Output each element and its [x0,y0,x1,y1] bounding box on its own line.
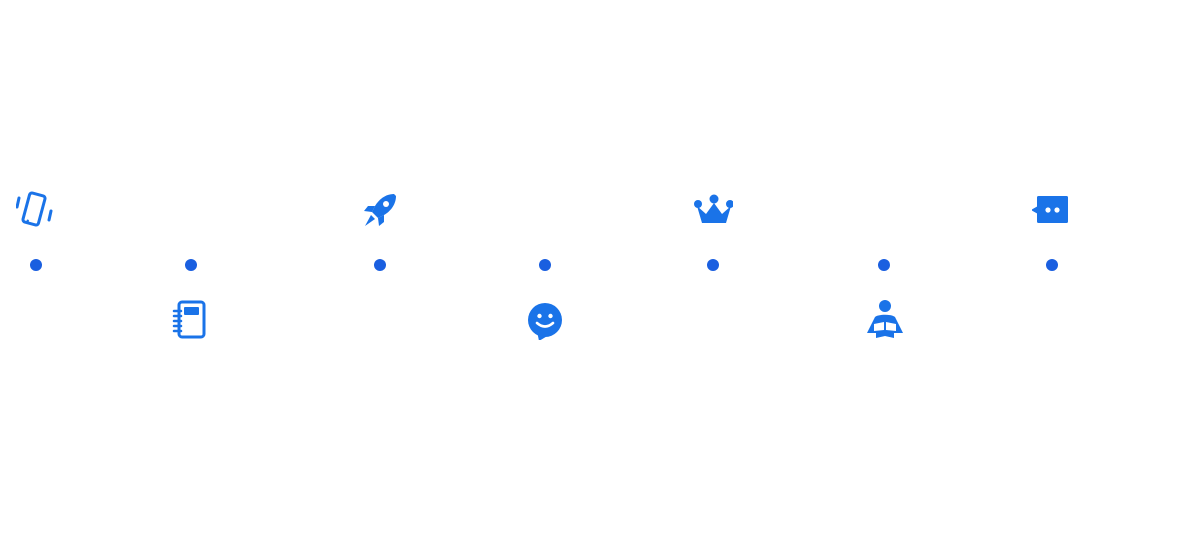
notebook-icon [171,300,211,340]
timeline-dot [707,259,719,271]
rocket-icon [360,190,400,230]
timeline-dot [30,259,42,271]
timeline-dot [539,259,551,271]
crown-icon [693,190,733,230]
vibrating-phone-icon [16,190,56,230]
person-reading-icon [864,300,904,340]
smiley-chat-icon [525,300,565,340]
timeline-dot [185,259,197,271]
timeline-dot [374,259,386,271]
message-bubble-icon [1032,190,1072,230]
timeline-dot [1046,259,1058,271]
timeline-dot [878,259,890,271]
